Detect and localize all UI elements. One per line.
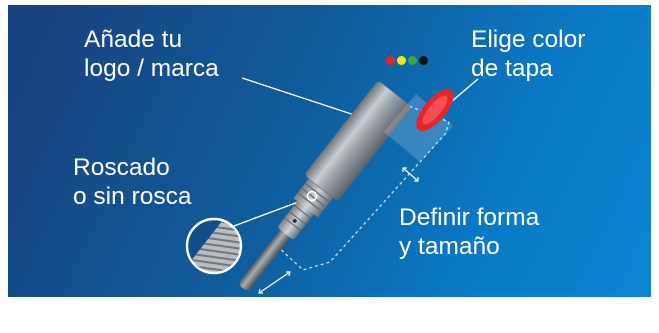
cap-color-label-line2: de tapa [471,55,553,82]
shape-size-label-line1: Definir forma [399,204,540,231]
length-arrow [258,271,291,294]
page-bottom [0,299,659,333]
logo-label-line1: Añade tu [84,26,183,53]
logo-label: Añade tu logo / marca [84,25,219,83]
shape-size-label: Definir forma y tamaño [399,203,539,261]
color-dot-red[interactable] [386,56,395,65]
thread-label: Roscado o sin rosca [73,153,191,211]
cap-color-label: Elige color de tapa [471,25,585,83]
width-arrow [402,167,419,182]
thread-marker [306,190,318,202]
sensor-cable [239,229,291,291]
color-dot-green[interactable] [408,56,417,65]
sensor-connector [278,200,315,240]
thread-magnifier [185,217,243,275]
cap-color-label-line1: Elige color [471,26,586,53]
thread-label-line2: o sin rosca [73,183,192,210]
sensor-cap [384,88,454,162]
logo-label-line2: logo / marca [84,55,219,82]
color-dot-black[interactable] [419,56,428,65]
sensor-body [305,81,411,200]
color-dot-yellow[interactable] [397,56,406,65]
shape-size-label-line2: y tamaño [399,233,500,260]
thread-label-line1: Roscado [73,154,170,181]
